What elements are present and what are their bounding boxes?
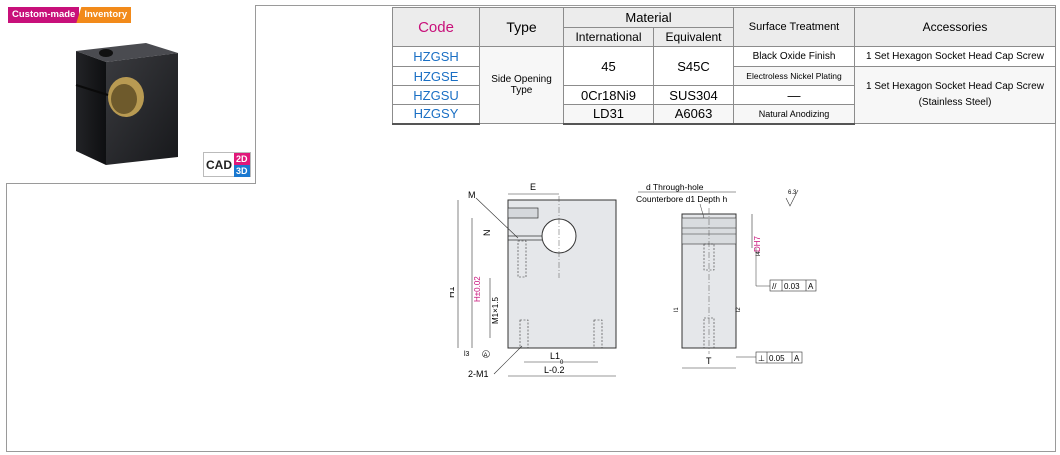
custom-made-tag[interactable]: Custom-made xyxy=(8,7,80,23)
material-header: Material xyxy=(563,7,734,28)
product-photo xyxy=(75,43,178,165)
dim-l2: l2 xyxy=(736,307,742,312)
cad-3d-badge[interactable]: 3D xyxy=(234,164,250,177)
table-row: HZGSH Side Opening Type 45 S45C Black Ox… xyxy=(392,46,1056,124)
accessories-header: Accessories xyxy=(854,7,1056,47)
dim-m: M xyxy=(468,190,476,200)
surface-cell: Black Oxide Finish xyxy=(733,46,855,67)
dim-l1: L1 xyxy=(550,351,560,361)
cad-2d-badge[interactable]: 2D xyxy=(234,152,250,165)
parallel-datum: A xyxy=(808,282,814,291)
surface-header: Surface Treatment xyxy=(733,7,855,47)
front-view: E M N H1 H±0.02 M1×1.5 l3 A 2-M1 L1 L-0.… xyxy=(450,182,617,379)
side-view: d Through-hole Counterbore d1 Depth h DH… xyxy=(636,182,817,369)
code-cell[interactable]: HZGSU xyxy=(392,85,480,105)
parallel-symbol: // xyxy=(772,282,777,291)
perp-datum: A xyxy=(794,354,800,363)
international-header: International xyxy=(563,27,654,47)
accessory-cell: 1 Set Hexagon Socket Head Cap Screw (Sta… xyxy=(854,66,1056,124)
equivalent-cell: S45C xyxy=(653,46,734,86)
equivalent-header: Equivalent xyxy=(653,27,734,47)
code-cell[interactable]: HZGSE xyxy=(392,66,480,86)
code-header: Code xyxy=(392,7,480,47)
surface-cell: — xyxy=(733,85,855,105)
page-frame xyxy=(6,5,1056,452)
inventory-tag[interactable]: Inventory xyxy=(76,7,132,23)
perp-symbol: ⊥ xyxy=(758,354,765,363)
type-header: Type xyxy=(479,7,564,47)
dim-l3: l3 xyxy=(464,351,470,358)
cad-button[interactable]: CAD 2D 3D xyxy=(203,152,251,177)
dim-h: H±0.02 xyxy=(473,276,482,302)
dim-l: L-0.2 xyxy=(544,365,565,375)
code-cell[interactable]: HZGSH xyxy=(392,46,480,67)
dim-l1-side: l1 xyxy=(674,307,680,312)
counterbore-label: Counterbore d1 Depth h xyxy=(636,194,727,204)
perp-value: 0.05 xyxy=(769,354,785,363)
surface-cell: Electroless Nickel Plating xyxy=(733,66,855,86)
dim-d: DH7 xyxy=(753,235,762,252)
tag-row: Custom-made Inventory xyxy=(8,7,132,23)
dim-m1x15: M1×1.5 xyxy=(491,297,500,324)
international-cell: LD31 xyxy=(563,104,654,125)
dim-h1: H1 xyxy=(450,286,456,298)
roughness-value: 6.3 xyxy=(788,190,797,196)
code-cell[interactable]: HZGSY xyxy=(392,104,480,125)
international-cell: 45 xyxy=(563,46,654,86)
surface-cell: Natural Anodizing xyxy=(733,104,855,125)
equivalent-cell: SUS304 xyxy=(653,85,734,105)
dim-t: T xyxy=(706,356,712,366)
accessory-cell: 1 Set Hexagon Socket Head Cap Screw xyxy=(854,46,1056,67)
technical-drawing: E M N H1 H±0.02 M1×1.5 l3 A 2-M1 L1 L-0.… xyxy=(450,182,817,379)
through-hole-label: d Through-hole xyxy=(646,182,704,192)
international-cell: 0Cr18Ni9 xyxy=(563,85,654,105)
parallel-value: 0.03 xyxy=(784,282,800,291)
dim-n: N xyxy=(482,230,492,237)
cad-label: CAD xyxy=(206,157,232,172)
spec-table: Code Type Material Surface Treatment Acc… xyxy=(392,7,1056,125)
dim-l-sup: 0 xyxy=(560,360,564,366)
dim-2m1: 2-M1 xyxy=(468,369,489,379)
dim-e: E xyxy=(530,182,536,192)
datum-a-front: A xyxy=(484,353,488,359)
equivalent-cell: A6063 xyxy=(653,104,734,125)
dim-l4: l4 xyxy=(756,251,762,256)
type-cell: Side Opening Type xyxy=(479,46,564,124)
